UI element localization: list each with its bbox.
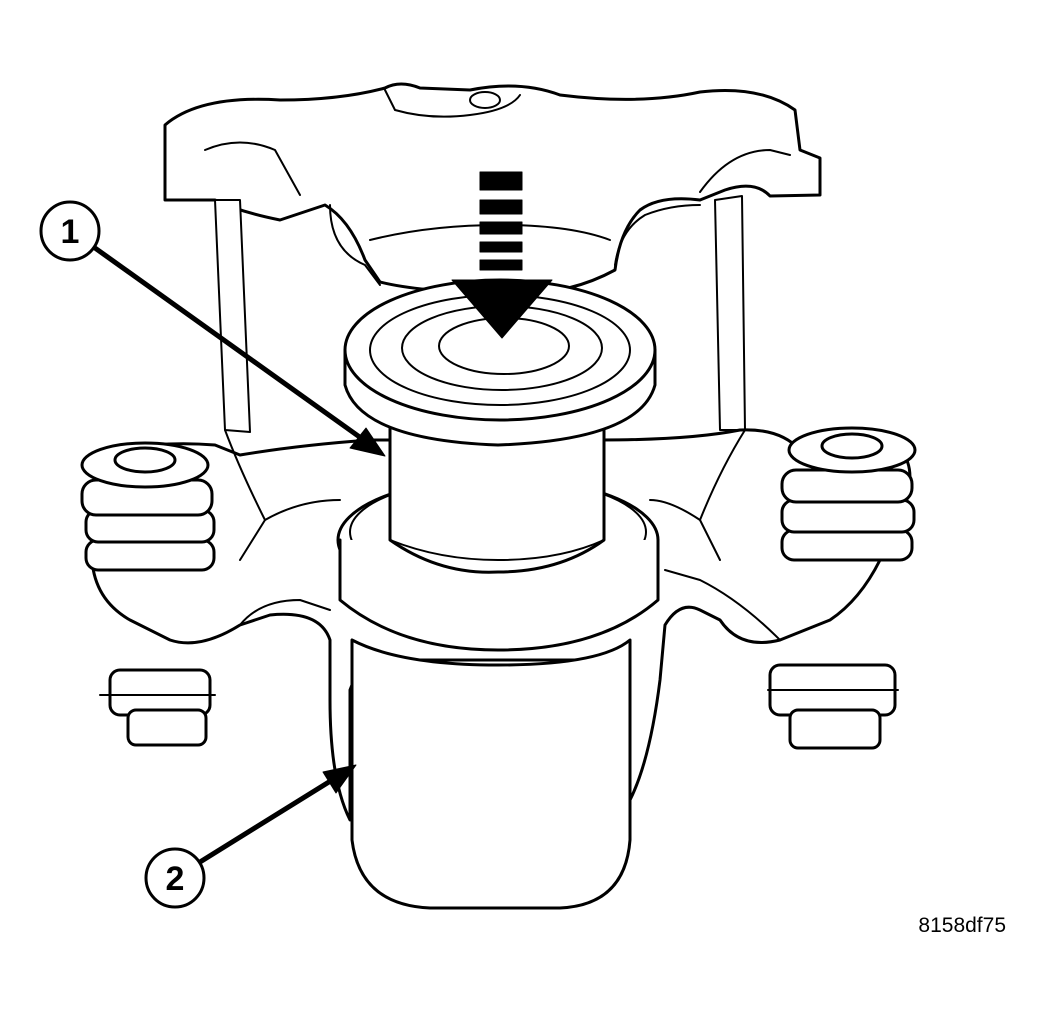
figure-id-label: 8158df75 <box>918 914 1006 937</box>
tool-cup <box>388 418 606 574</box>
callout-2-number: 2 <box>166 860 185 898</box>
press-direction-arrow <box>451 171 553 339</box>
callout-2: 2 <box>144 847 206 909</box>
left-mounting-bushing <box>80 441 216 747</box>
callout-1-leader <box>92 245 386 457</box>
right-mounting-bushing <box>767 426 917 750</box>
press-adapter-disc <box>343 278 657 447</box>
callout-1-number: 1 <box>61 213 80 251</box>
receiver-cylinder <box>350 638 632 910</box>
callout-1: 1 <box>39 200 101 262</box>
callout-2-leader <box>197 764 357 865</box>
